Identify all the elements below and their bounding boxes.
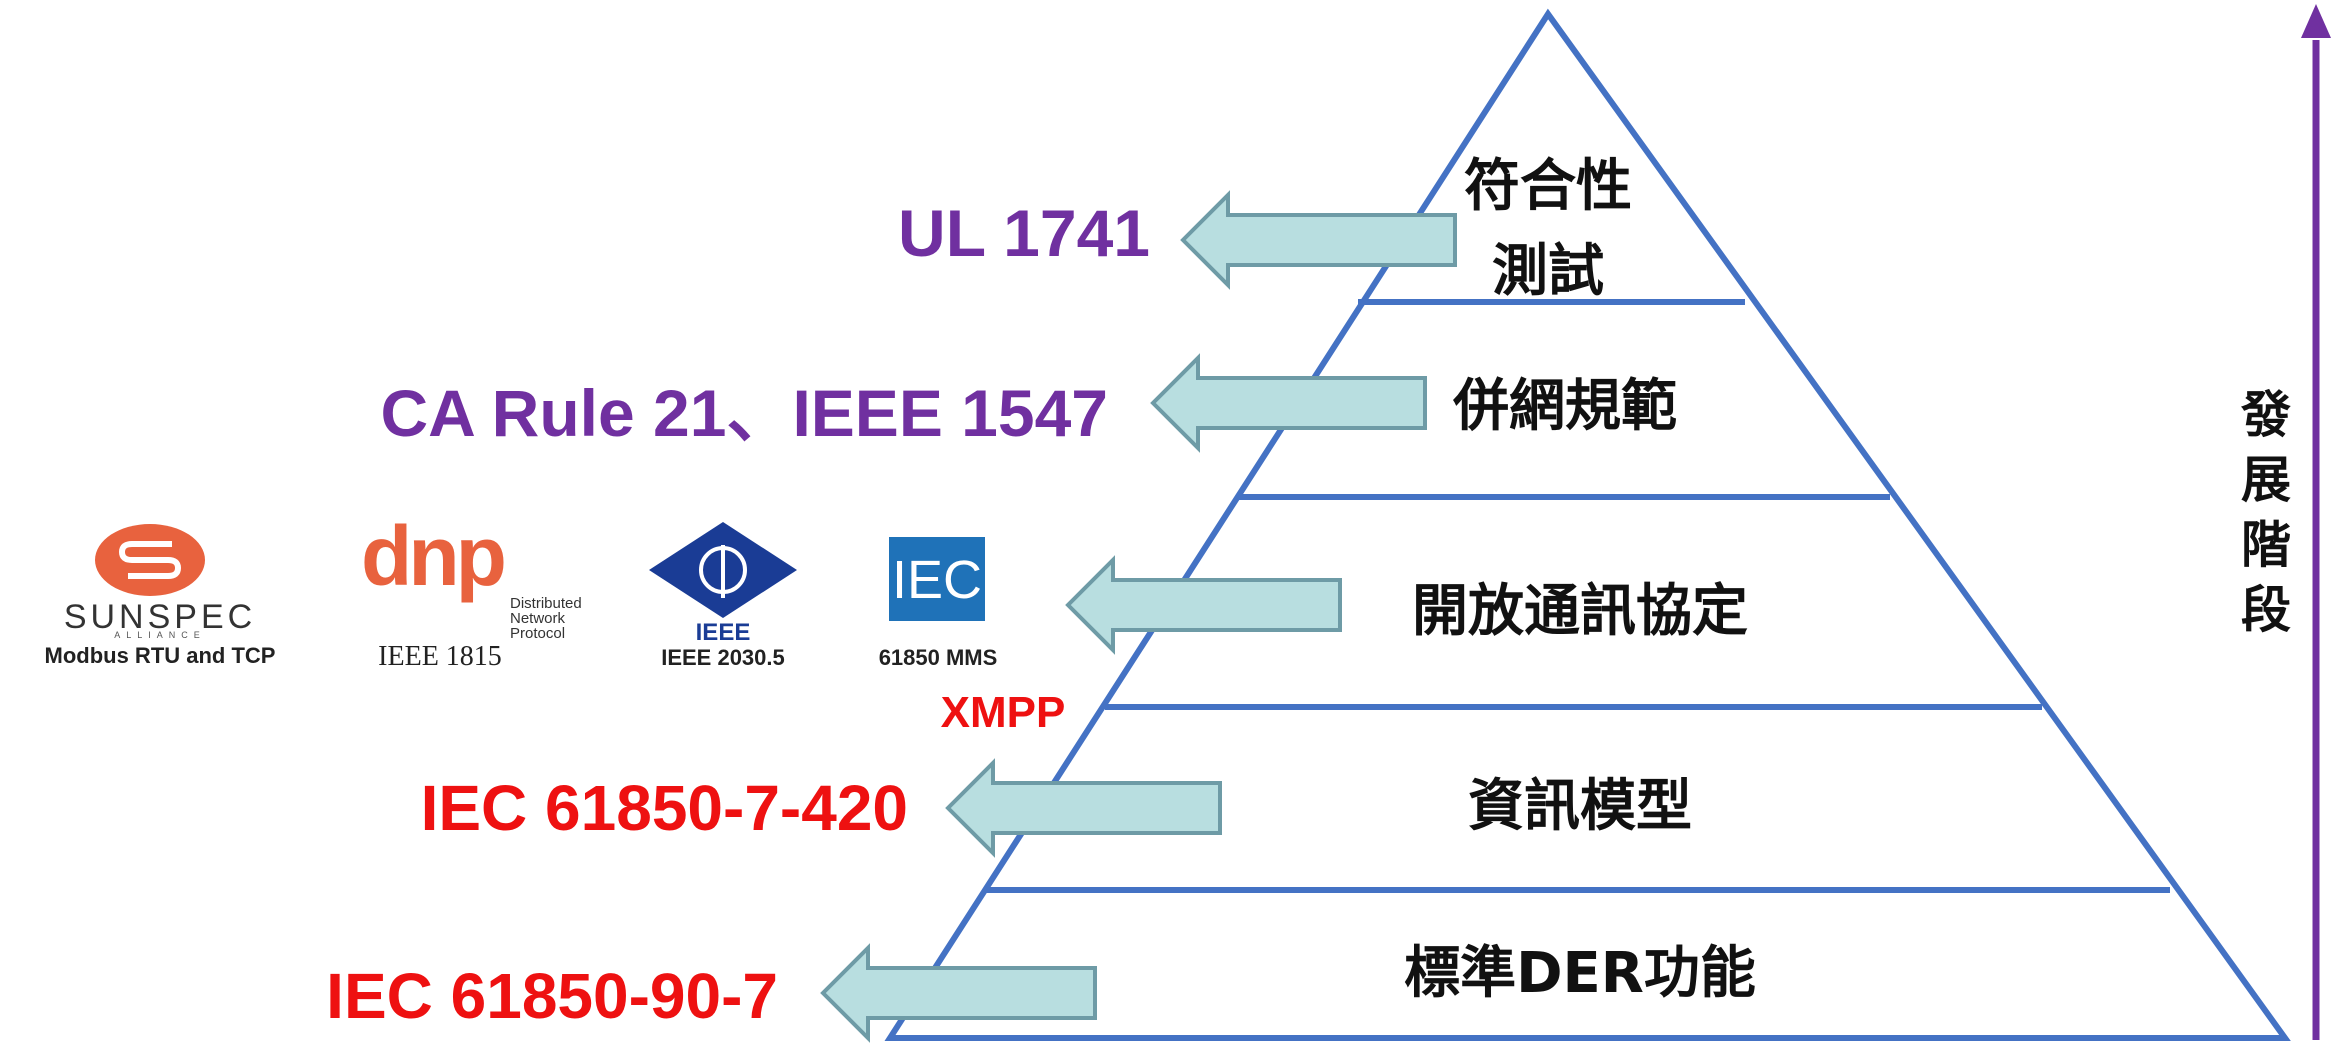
development-axis: 發 展 階 段 — [2240, 4, 2331, 1040]
dnp-sub3: Protocol — [510, 625, 565, 642]
level-info-model: 資訊模型 — [1468, 774, 1692, 839]
logo-iec: IEC 61850 MMS — [879, 537, 998, 670]
dnp-sub1: Distributed — [510, 595, 582, 612]
level-conformance-line2: 測試 — [1492, 239, 1604, 304]
dnp-wordmark: dnp — [361, 509, 504, 603]
ieee-caption: IEEE 2030.5 — [661, 645, 785, 670]
sunspec-s-icon — [118, 541, 182, 579]
dnp-sub2: Network — [510, 610, 566, 627]
pyramid-outline — [884, 8, 2291, 1041]
level-grid-code: 併網規範 — [1452, 374, 1677, 439]
iec-badge — [889, 537, 985, 621]
sunspec-caption: Modbus RTU and TCP — [45, 643, 276, 668]
ieee-wordmark: IEEE — [696, 619, 751, 646]
logo-sunspec: SUNSPEC ALLIANCE Modbus RTU and TCP — [45, 524, 276, 668]
iec-caption: 61850 MMS — [879, 645, 998, 670]
standard-xmpp: XMPP — [941, 688, 1066, 737]
axis-label-char-1: 發 — [2240, 386, 2291, 444]
logo-dnp: dnp Distributed Network Protocol IEEE 18… — [361, 509, 582, 672]
dnp-caption: IEEE 1815 — [378, 641, 502, 672]
arrow-conformance — [1180, 190, 1457, 290]
logo-ieee: IEEE IEEE 2030.5 — [649, 522, 797, 670]
standard-iec61850-7-420: IEC 61850-7-420 — [421, 772, 908, 844]
arrow-open-protocol — [1065, 555, 1342, 655]
level-der-function: 標準DER功能 — [1404, 941, 1756, 1006]
sunspec-wordmark: SUNSPEC — [64, 598, 256, 636]
arrows — [820, 190, 1457, 1043]
arrow-grid-code — [1150, 353, 1427, 453]
standard-iec61850-90-7: IEC 61850-90-7 — [326, 960, 778, 1032]
arrow-info-model — [945, 758, 1222, 858]
iec-wordmark: IEC — [892, 550, 982, 610]
standard-rule21-ieee1547: CA Rule 21、IEEE 1547 — [380, 376, 1108, 450]
standard-ul1741: UL 1741 — [898, 196, 1150, 270]
level-open-protocol: 開放通訊協定 — [1412, 579, 1748, 644]
level-conformance-line1: 符合性 — [1464, 154, 1632, 219]
sunspec-sub: ALLIANCE — [114, 630, 206, 640]
axis-arrowhead-icon — [2301, 4, 2331, 38]
pyramid — [884, 8, 2291, 1041]
axis-label-char-4: 段 — [2241, 581, 2291, 639]
axis-label-char-2: 展 — [2241, 451, 2291, 509]
axis-label-char-3: 階 — [2241, 516, 2291, 574]
arrow-der-function — [820, 943, 1097, 1043]
